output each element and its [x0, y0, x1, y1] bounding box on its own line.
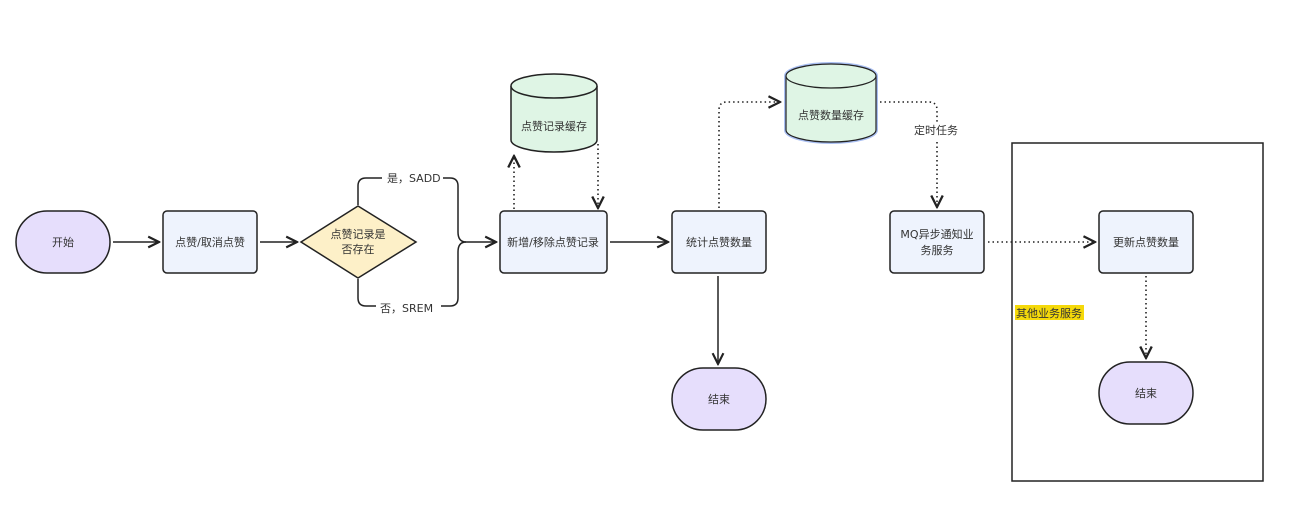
mq-notify-label-line1: MQ异步通知业: [900, 227, 973, 241]
end-other-node[interactable]: 结束: [1098, 361, 1194, 425]
end-main-node[interactable]: 结束: [671, 367, 767, 431]
scheduled-task-label: 定时任务: [914, 123, 958, 137]
decision-label-line1: 点赞记录是: [331, 228, 386, 241]
end-main-label: 结束: [708, 393, 730, 406]
toggle-like-node[interactable]: 点赞/取消点赞: [162, 210, 258, 274]
like-record-cache-node[interactable]: 点赞记录缓存: [510, 73, 598, 153]
end-other-label: 结束: [1135, 387, 1157, 400]
start-node-label: 开始: [52, 235, 74, 249]
count-likes-label: 统计点赞数量: [686, 236, 752, 249]
other-services-group[interactable]: [1011, 142, 1264, 482]
decision-node[interactable]: 点赞记录是 否存在: [299, 205, 418, 279]
mq-notify-label-line2: 务服务: [921, 244, 954, 257]
no-label: 否，SREM: [380, 302, 433, 315]
yes-label: 是，SADD: [387, 172, 441, 185]
mq-notify-node[interactable]: MQ异步通知业 务服务: [889, 210, 985, 274]
like-count-cache-node[interactable]: 点赞数量缓存: [784, 62, 878, 144]
toggle-like-label: 点赞/取消点赞: [175, 235, 245, 249]
update-count-node[interactable]: 更新点赞数量: [1098, 210, 1194, 274]
edge-count-to-count-cache: [718, 102, 780, 208]
like-record-cache-label: 点赞记录缓存: [521, 119, 587, 133]
like-count-cache-label: 点赞数量缓存: [798, 108, 864, 122]
edge-yes-branch: [357, 177, 467, 243]
edge-count-cache-to-mq: [880, 101, 937, 207]
group-label: 其他业务服务: [1016, 307, 1082, 320]
decision-label-line2: 否存在: [342, 242, 375, 256]
add-remove-node[interactable]: 新增/移除点赞记录: [499, 210, 608, 274]
start-node[interactable]: 开始: [15, 210, 111, 274]
update-count-label: 更新点赞数量: [1113, 235, 1179, 249]
group-label-highlight: [1015, 305, 1084, 320]
add-remove-label: 新增/移除点赞记录: [507, 235, 599, 249]
count-likes-node[interactable]: 统计点赞数量: [671, 210, 767, 274]
edge-no-branch: [357, 241, 467, 307]
